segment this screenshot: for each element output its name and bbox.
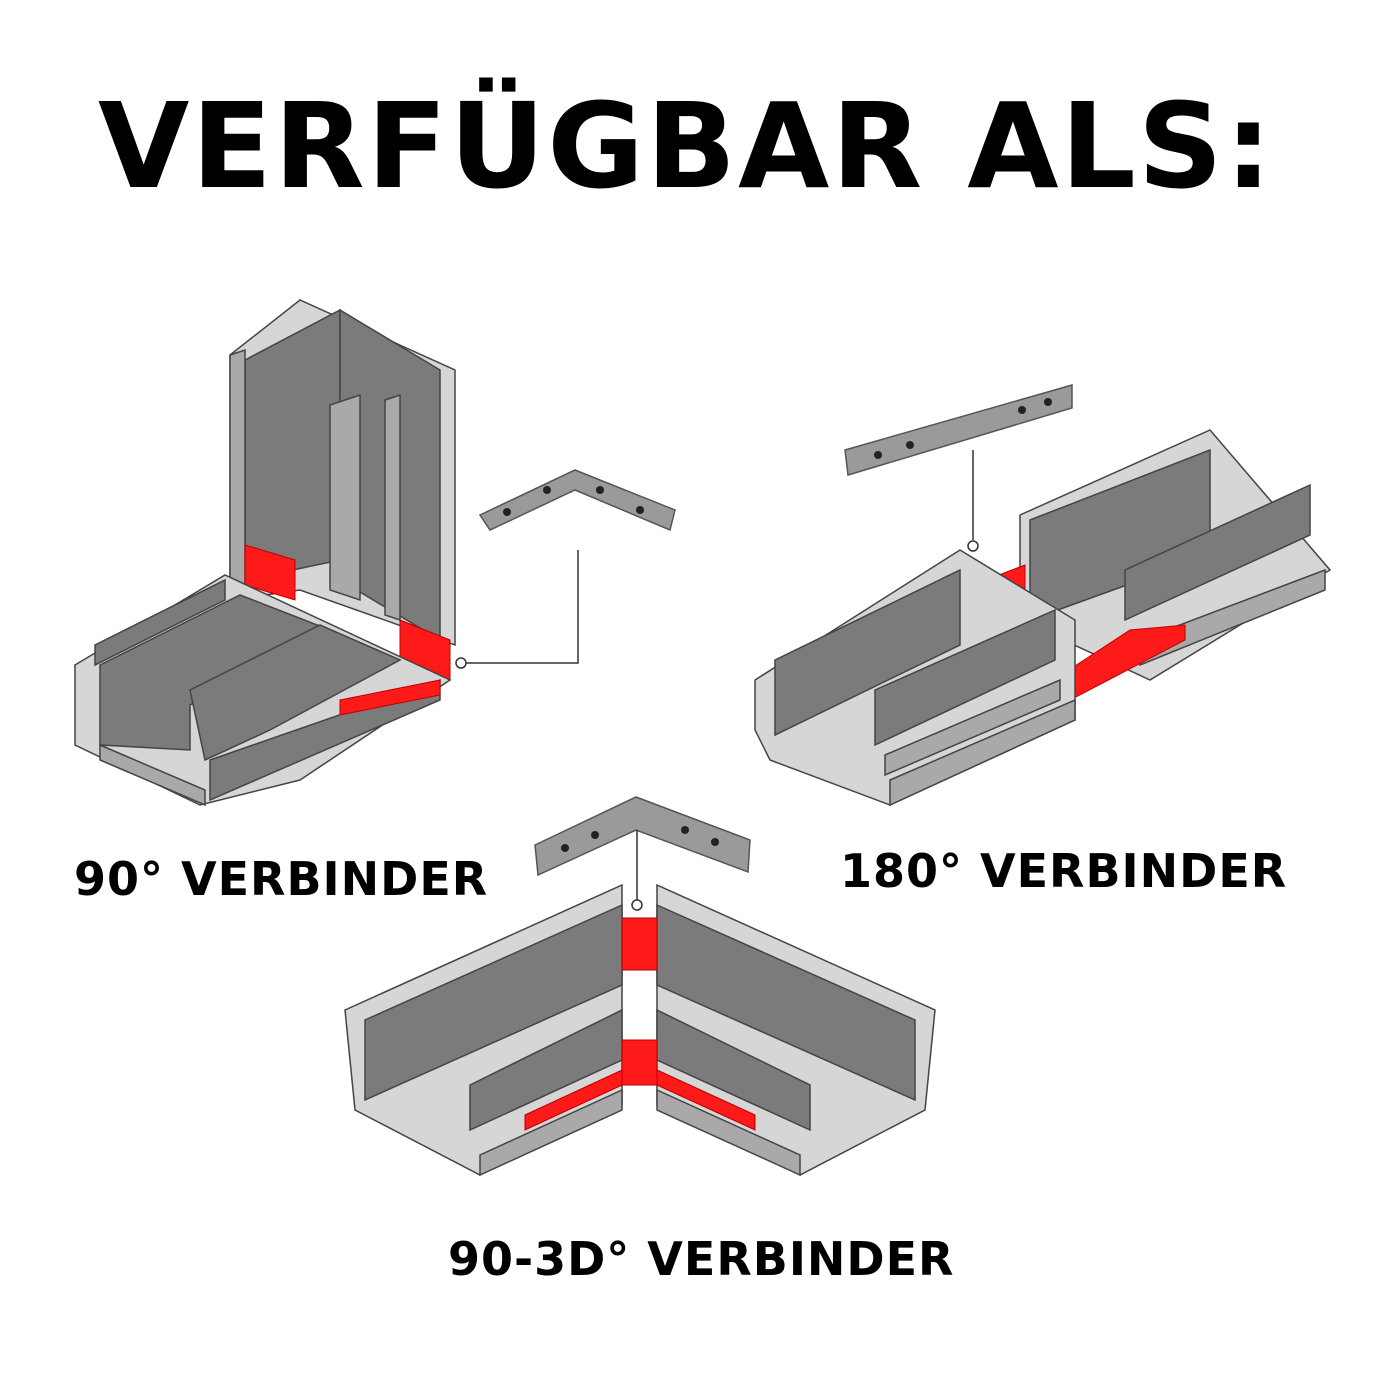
label-180-connector: 180° VERBINDER bbox=[840, 844, 1288, 898]
page-title: VERFÜGBAR ALS: bbox=[98, 77, 1274, 215]
label-90-connector: 90° VERBINDER bbox=[74, 852, 489, 906]
plate-180 bbox=[844, 384, 1073, 476]
leader-line-90 bbox=[466, 550, 579, 664]
illustration-90-connector bbox=[74, 299, 456, 807]
plate-90 bbox=[478, 469, 676, 532]
label-90-3d-connector: 90-3D° VERBINDER bbox=[448, 1232, 955, 1286]
illustration-90-3d-connector bbox=[344, 796, 936, 1177]
illustration-180-connector bbox=[754, 384, 1332, 807]
plate-3d bbox=[534, 796, 751, 877]
